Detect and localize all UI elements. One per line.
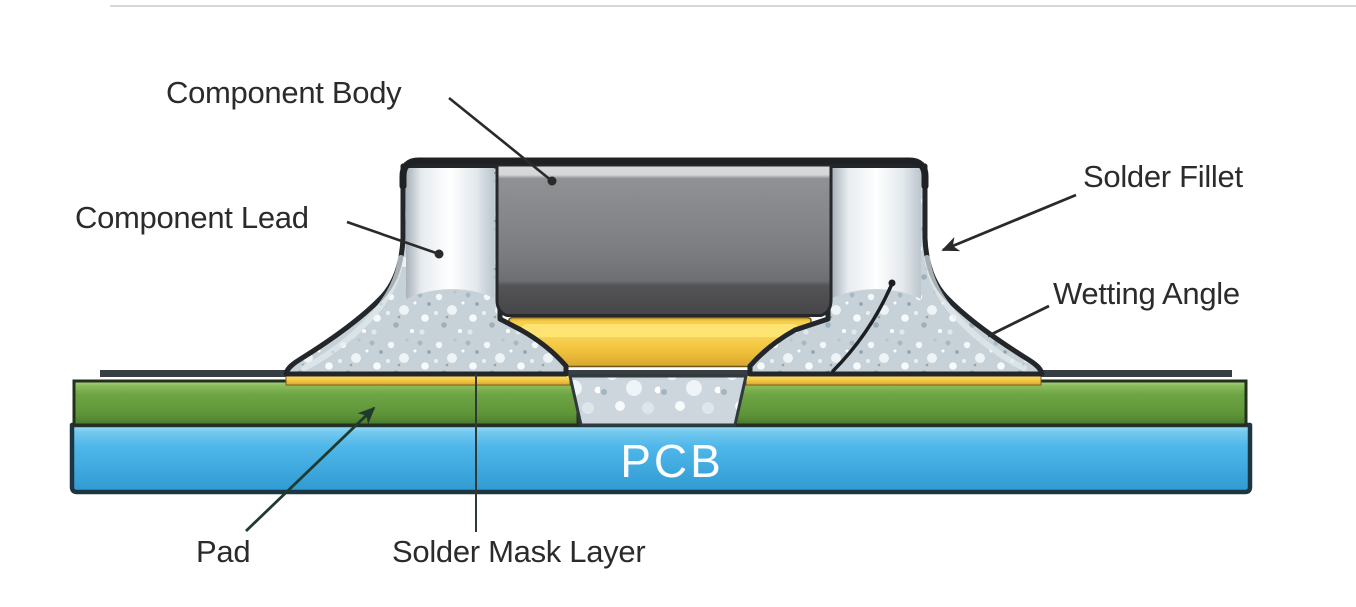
- label-pad: Pad: [196, 534, 251, 569]
- leader-component-lead: [346, 220, 440, 256]
- label-solder-fillet: Solder Fillet: [1083, 159, 1243, 194]
- leader-wetting-angle: [987, 304, 1050, 338]
- label-solder-mask-layer: Solder Mask Layer: [392, 534, 646, 569]
- pcb-substrate: [69, 422, 1253, 495]
- pad-strip-right: [745, 375, 1042, 386]
- leader-solder-fillet: [941, 193, 1077, 252]
- component-body-shape: [495, 163, 833, 317]
- wetting-angle-curve-dot: [888, 279, 896, 287]
- leader-dot-component-body: [547, 176, 557, 186]
- label-wetting-angle: Wetting Angle: [1053, 276, 1240, 311]
- pad-strip-left: [285, 375, 571, 386]
- wetting-angle-curve: [831, 284, 893, 373]
- right-lead-surface: [832, 168, 921, 299]
- label-pcb: PCB: [620, 435, 724, 487]
- solder-joint-center: [568, 374, 748, 427]
- leader-pad: [245, 406, 376, 533]
- center-pad-highlight: [521, 324, 799, 337]
- left-lead-foot-highlight: [301, 255, 404, 371]
- solder-mask-left: [72, 379, 580, 427]
- left-lead-surface: [406, 168, 494, 299]
- package-top-outline: [399, 157, 929, 190]
- leader-component-body: [448, 96, 553, 183]
- leader-dot-component-lead: [434, 249, 444, 259]
- label-component-lead: Component Lead: [75, 200, 309, 235]
- right-lead-foot-highlight: [924, 255, 1027, 371]
- label-component-body: Component Body: [166, 75, 402, 110]
- solder-mask-right: [733, 379, 1248, 427]
